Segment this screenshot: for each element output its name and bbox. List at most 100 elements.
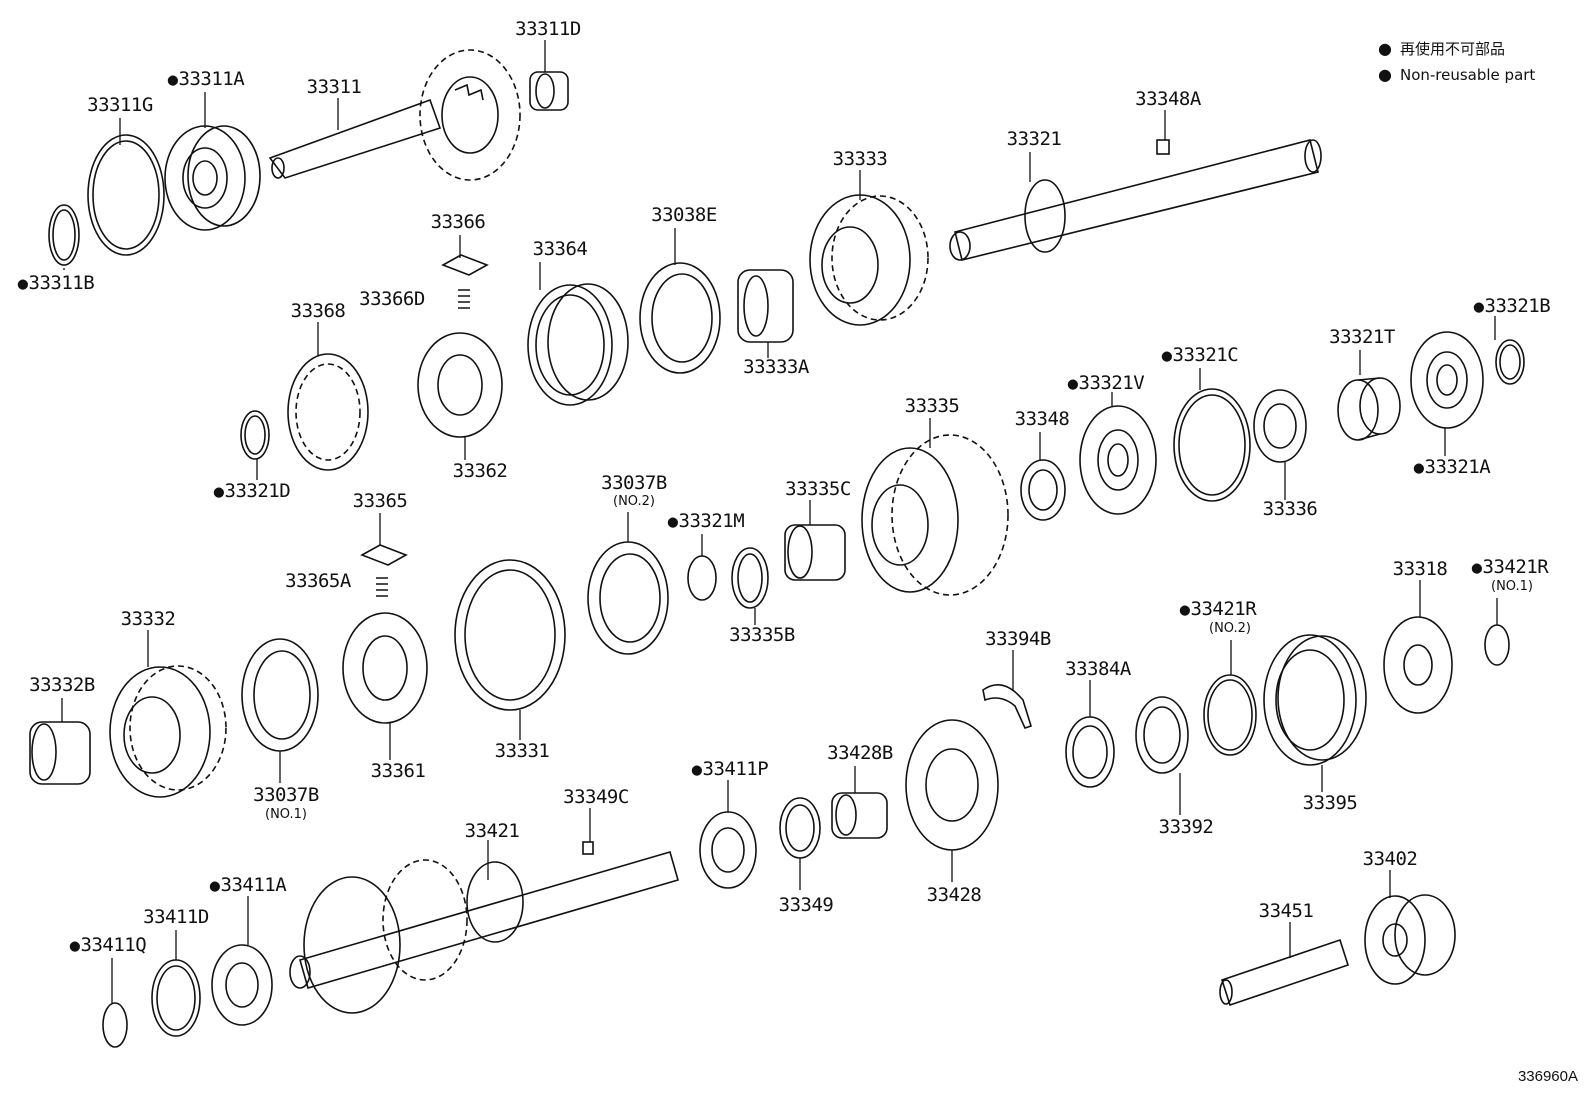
part-label-33335c: 33335C [785,478,851,500]
part-label-33311d: 33311D [515,18,581,40]
snap-ring-33311g [87,134,165,256]
part-sublabel-33421r-no1: (NO.1) [1491,579,1533,594]
part-label-33333: 33333 [832,148,888,170]
snap-ring-33421r-no2 [1203,674,1257,756]
part-label-33348a: 33348A [1135,88,1201,110]
part-label-33348: 33348 [1014,408,1070,430]
gear-33318 [1383,616,1453,714]
part-label-33402: 33402 [1362,848,1418,870]
sleeve-33331 [454,559,566,711]
shaft-33451 [1219,938,1350,1007]
sync-ring-33368 [287,353,369,471]
part-label-33321t: 33321T [1329,326,1395,348]
spring-33366d [458,289,470,309]
part-label-33321d: 33321D [214,482,291,501]
part-label-33321: 33321 [1006,128,1062,150]
bearing-33311d [529,71,569,111]
gear-33428 [905,719,999,851]
bearing-33311a [164,125,261,231]
gear-33335 [861,434,1009,596]
part-label-33321c: 33321C [1162,346,1239,365]
snap-ring-33321d [240,410,270,460]
counter-gear-33421 [289,851,679,1014]
part-label-33428b: 33428B [827,742,893,764]
legend-jp: 再使用不可部品 [1378,36,1535,62]
part-label-33365: 33365 [352,490,408,512]
washer-33348 [1020,459,1066,521]
ring-33384a [1065,716,1115,788]
spring-33365a [376,577,388,597]
part-label-33368: 33368 [290,300,346,322]
sync-ring-33037b-no2 [587,541,669,655]
bearing-33321a [1410,331,1484,429]
part-label-33037b-no2: 33037B [601,472,667,494]
part-label-33392: 33392 [1158,816,1214,838]
part-sublabel-33037b-no1: (NO.1) [265,807,307,822]
part-label-33365a: 33365A [285,570,351,592]
part-label-33311a: 33311A [168,70,245,89]
part-label-33335b: 33335B [729,624,795,646]
gear-33333 [809,194,929,326]
legend-en: Non-reusable part [1378,62,1535,88]
part-label-33335: 33335 [904,395,960,417]
bearing-33411a [211,944,273,1026]
legend: 再使用不可部品 Non-reusable part [1378,36,1535,88]
part-label-33321m: 33321M [668,512,745,531]
part-label-33451: 33451 [1258,900,1314,922]
gear-33332 [109,665,227,798]
part-label-33331: 33331 [494,740,550,762]
snap-ring-33321m [687,555,717,601]
part-label-33384a: 33384A [1065,658,1131,680]
key-33394b [982,684,1032,729]
hub-33362 [417,332,503,438]
bearing-33333a [737,269,794,343]
snap-ring-33321b [1495,339,1525,385]
part-label-33411p: 33411P [692,760,769,779]
bearing-33321v [1079,405,1157,515]
sync-ring-33037b-no1 [241,638,319,752]
part-sublabel-33421r-no2: (NO.2) [1209,621,1251,636]
part-label-33349: 33349 [778,894,834,916]
snap-ring-33411q [102,1002,128,1048]
snap-ring-33311b [48,204,80,266]
part-label-33411d: 33411D [143,906,209,928]
part-label-33362: 33362 [452,460,508,482]
part-label-33411q: 33411Q [70,936,147,955]
sync-ring-33038e [639,262,721,374]
part-label-33311b: 33311B [18,274,95,293]
snap-ring-33411d [151,959,201,1037]
part-label-33361: 33361 [370,760,426,782]
input-shaft-33311 [268,49,521,181]
part-label-33038e: 33038E [651,204,717,226]
reverse-gear-33402 [1364,894,1456,985]
snap-ring-33321c [1173,388,1251,502]
part-label-33349c: 33349C [563,786,629,808]
snap-ring-33421r-no1 [1484,624,1510,666]
bearing-33335c [784,524,846,581]
part-label-33366: 33366 [430,211,486,233]
sleeve-33364 [527,283,629,406]
key-33365 [360,544,408,566]
part-label-33366d: 33366D [359,288,425,310]
part-label-33332b: 33332B [29,674,95,696]
part-label-33332: 33332 [120,608,176,630]
part-label-33395: 33395 [1302,792,1358,814]
part-label-33428: 33428 [926,884,982,906]
bearing-33428b [831,792,888,839]
part-label-33318: 33318 [1392,558,1448,580]
plate-33392 [1135,696,1189,774]
part-label-33311: 33311 [306,76,362,98]
part-label-33364: 33364 [532,238,588,260]
part-label-33311g: 33311G [87,94,153,116]
bearing-33332b [29,721,91,785]
diagram-code: 336960A [1517,1068,1578,1085]
part-label-33411a: 33411A [210,876,287,895]
spacer-33321t [1337,377,1401,441]
part-label-33421: 33421 [464,820,520,842]
ring-33335b [731,547,769,609]
ring-33349 [779,797,821,859]
pin-33349c [582,841,594,855]
key-33366 [441,254,489,276]
part-label-33421r-no1: 33421R [1472,558,1549,577]
